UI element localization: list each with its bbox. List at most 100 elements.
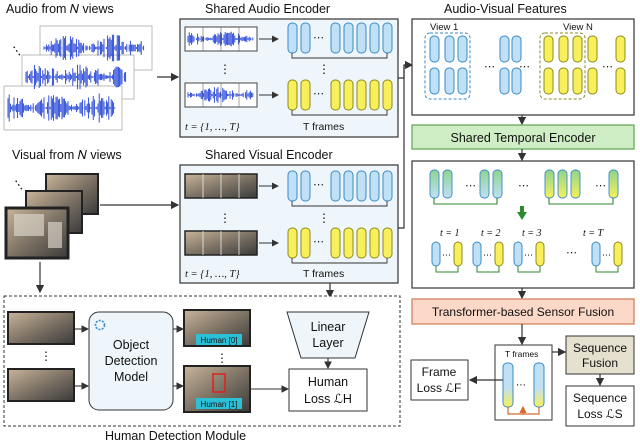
visual-bottom-token-4 — [356, 227, 367, 259]
temporal-dots-b: ⋯ — [518, 180, 529, 192]
title-visual-encoder: Shared Visual Encoder — [205, 148, 333, 162]
av-top-blue-3 — [499, 35, 510, 63]
sensor-fusion-label: Transformer-based Sensor Fusion — [432, 305, 614, 319]
visual-bottom-token-2 — [330, 227, 341, 259]
audio-t-frames: T frames — [303, 121, 344, 133]
visual-token-dots-bottom: ⋯ — [313, 236, 324, 248]
detection-tag-0 — [196, 334, 242, 345]
av-top-yellow-1 — [558, 35, 569, 63]
visual-bottom-token-0 — [287, 227, 298, 259]
audio-bottom-token-4 — [356, 79, 367, 111]
human-detection-module: Human Detection Module ⋮ Object Detectio… — [3, 295, 401, 443]
av-bottom-yellow-0 — [543, 67, 554, 95]
temporal-bracket-left — [433, 198, 498, 205]
visual-token-dots-top: ⋯ — [313, 179, 324, 191]
av-bottom-blue-0 — [429, 67, 440, 95]
visual-t-frames: T frames — [303, 268, 344, 280]
audio-top-token-3 — [343, 22, 354, 54]
linear-layer-line1: Linear — [311, 320, 346, 334]
time-step-1: t = 1 — [440, 228, 460, 239]
time-dots: ⋯ — [566, 247, 577, 259]
audio-strip-wave-bottom — [187, 87, 254, 103]
av-dots-mid: ⋯ — [519, 61, 530, 73]
sequence-loss-box: Sequence Loss ℒS — [565, 385, 635, 427]
visual-top-token-6 — [382, 170, 393, 202]
odm-line2: Detection — [105, 354, 158, 368]
visual-bottom-token-3 — [343, 227, 354, 259]
temporal-encoder-label: Shared Temporal Encoder — [451, 131, 596, 145]
step-2-yellow — [535, 241, 545, 267]
av-top-blue-2 — [457, 35, 468, 63]
visual-top-token-3 — [343, 170, 354, 202]
audio-token-dots-top: ⋯ — [313, 32, 324, 44]
odm-line1: Object — [113, 338, 150, 352]
settings-gear-icon — [94, 319, 106, 331]
temporal-dots-a: ⋯ — [465, 180, 476, 192]
av-bottom-blue-2 — [457, 67, 468, 95]
sequence-loss-line2: Loss ℒS — [577, 407, 622, 421]
audio-top-token-5 — [369, 22, 380, 54]
step-2-dots: ⋯ — [524, 250, 533, 260]
frame-loss-box: Frame Loss ℒF — [410, 359, 469, 401]
step-3-dots: ⋯ — [602, 250, 611, 260]
av-bottom-yellow-4 — [615, 67, 626, 95]
audio-time-range: t = {1, …, T} — [185, 122, 240, 133]
av-bottom-yellow-3 — [587, 67, 598, 95]
av-bottom-yellow-1 — [558, 67, 569, 95]
audio-wave-view-3 — [43, 34, 145, 62]
visual-top-token-5 — [369, 170, 380, 202]
time-step-T: t = T — [583, 228, 605, 239]
visual-encoder-panel: ⋮ ⋯ ⋯ ⋮ t = {1, …, T} T frames — [179, 164, 399, 284]
audio-bottom-token-1 — [300, 79, 311, 111]
title-av-features: Audio-Visual Features — [444, 2, 567, 16]
audio-bottom-bracket — [291, 110, 388, 116]
audio-token-vdots: ⋮ — [318, 62, 330, 76]
step-0-blue — [431, 241, 441, 267]
step-3-blue — [591, 241, 601, 267]
av-dots-right: ⋯ — [602, 61, 613, 73]
audio-bottom-token-6 — [382, 79, 393, 111]
temporal-token-3 — [492, 169, 503, 199]
audio-bottom-token-3 — [343, 79, 354, 111]
odm-line3: Model — [114, 370, 148, 384]
visual-time-range: t = {1, …, T} — [185, 269, 240, 280]
title-visual-input: Visual from 𝑁 views — [12, 148, 122, 162]
visual-bottom-bracket — [291, 258, 388, 264]
visual-top-token-2 — [330, 170, 341, 202]
av-top-blue-0 — [429, 35, 440, 63]
sequence-fusion-line2: Fusion — [582, 356, 618, 370]
av-dots-left: ⋯ — [484, 61, 495, 73]
frame-loss-line1: Frame — [422, 365, 457, 379]
av-bottom-yellow-2 — [572, 67, 583, 95]
av-top-yellow-0 — [543, 35, 554, 63]
hd-output-dots: ⋮ — [216, 351, 228, 365]
step-1-yellow — [494, 241, 504, 267]
step-0-dots: ⋯ — [442, 250, 451, 260]
frame-loss-line2: Loss ℒF — [417, 381, 462, 395]
temporal-bracket-right — [548, 198, 614, 205]
visual-bottom-token-1 — [300, 227, 311, 259]
visual-top-bracket — [291, 201, 388, 207]
step-0-yellow — [453, 241, 463, 267]
time-step-2: t = 2 — [481, 228, 501, 239]
time-step-3: t = 3 — [522, 228, 542, 239]
audio-strip-dots: ⋮ — [219, 62, 231, 76]
audio-bottom-token-2 — [330, 79, 341, 111]
sensor-fusion-block: Transformer-based Sensor Fusion — [411, 298, 635, 325]
audio-top-bracket — [291, 53, 388, 59]
human-loss-line2: Loss ℒH — [304, 392, 352, 406]
temporal-dots-c: ⋯ — [595, 180, 606, 192]
av-top-yellow-2 — [572, 35, 583, 63]
sequence-fusion-line1: Sequence — [573, 341, 627, 355]
visual-strip-dots: ⋮ — [219, 211, 231, 225]
step-2-bracket — [517, 266, 541, 273]
step-2-blue — [513, 241, 523, 267]
video-frame-stack: ⋮ — [4, 173, 99, 260]
temporal-token-4 — [544, 169, 555, 199]
step-3-bracket — [595, 266, 619, 273]
audio-strip-wave-top — [187, 31, 254, 47]
detection-tag-1 — [196, 398, 242, 409]
av-top-blue-4 — [511, 35, 522, 63]
step-1-dots: ⋯ — [483, 250, 492, 260]
